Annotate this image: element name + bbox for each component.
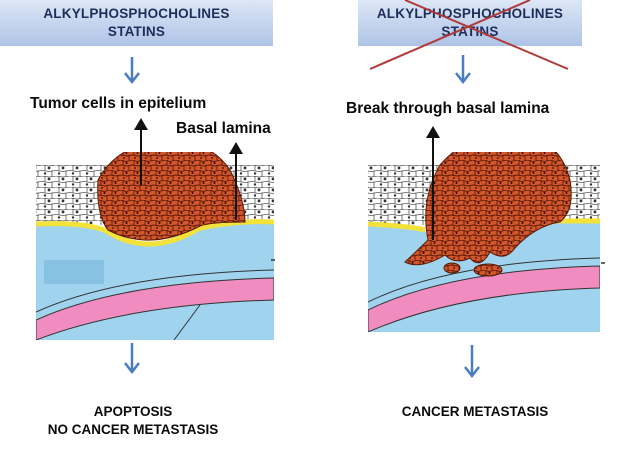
outcome-line-2: NO CANCER METASTASIS (47, 422, 219, 437)
outcome-left: APOPTOSIS NO CANCER METASTASIS (18, 403, 248, 439)
arrow-up-icon (229, 142, 243, 220)
label-tumor-cells: Tumor cells in epitelium (30, 95, 207, 112)
label-break-through: Break through basal lamina (346, 100, 550, 117)
drug-name-2: STATINS (107, 24, 166, 39)
label-basal-lamina: Basal lamina (176, 120, 271, 137)
outcome-right: CANCER METASTASIS (370, 403, 580, 421)
outcome-line-1: APOPTOSIS (93, 404, 173, 419)
drug-box-right: ALKYLPHOSPHOCHOLINES STATINS (358, 0, 582, 46)
tissue-illustration-left (36, 152, 274, 340)
outcome-line-1: CANCER METASTASIS (401, 404, 549, 419)
tissue-illustration-right (368, 152, 600, 332)
drug-name-1: ALKYLPHOSPHOCHOLINES (376, 6, 564, 21)
arrow-up-icon (426, 126, 440, 240)
drug-box-left: ALKYLPHOSPHOCHOLINES STATINS (0, 0, 273, 46)
arrow-down-icon (455, 55, 471, 85)
arrow-down-icon (124, 343, 140, 375)
drug-name-2: STATINS (441, 24, 499, 39)
drug-name-1: ALKYLPHOSPHOCHOLINES (43, 6, 230, 21)
cross-out-icon (369, 0, 569, 70)
arrow-up-icon (134, 118, 148, 185)
arrow-down-icon (464, 345, 480, 379)
arrow-down-icon (124, 57, 140, 85)
